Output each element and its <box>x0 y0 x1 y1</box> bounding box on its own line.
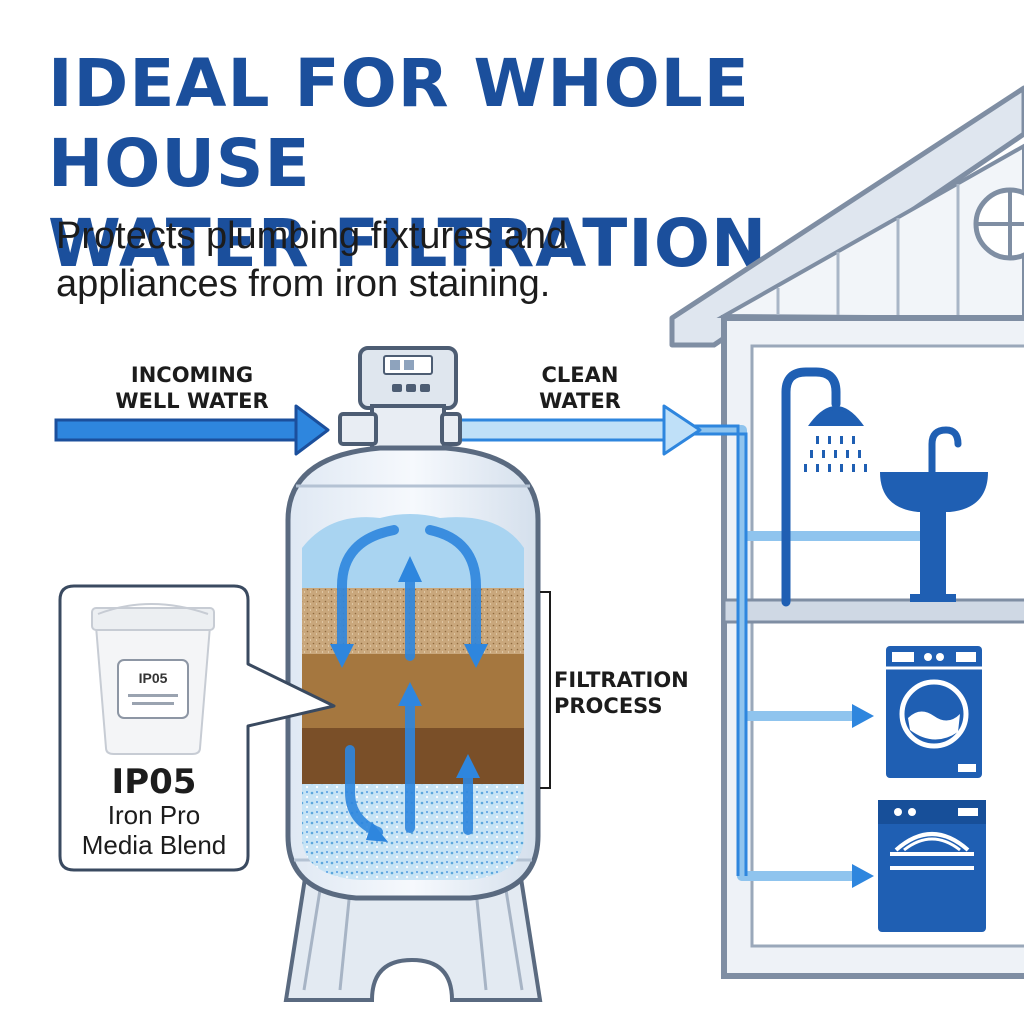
filtration-bracket <box>540 591 551 789</box>
product-desc-line-2: Media Blend <box>81 830 227 860</box>
product-desc-line-1: Iron Pro <box>107 800 201 830</box>
sink-icon <box>880 426 988 602</box>
control-valve-icon <box>338 346 462 452</box>
product-description: Iron Pro Media Blend <box>0 800 308 860</box>
attic-window <box>973 187 1024 261</box>
filtration-label-line-2: PROCESS <box>554 694 663 718</box>
headline-line-1: IDEAL FOR WHOLE HOUSE <box>48 45 750 202</box>
filtration-process-label: FILTRATION PROCESS <box>554 667 724 719</box>
product-model: IP05 <box>111 762 197 802</box>
house-plumbing <box>635 425 927 881</box>
shower-drops <box>804 436 867 472</box>
filtration-label-line-1: FILTRATION <box>554 668 689 692</box>
filter-tank <box>283 445 543 1002</box>
subtitle-line-2: appliances from iron staining. <box>56 263 551 305</box>
subtitle-line-1: Protects plumbing fixtures and <box>56 215 568 257</box>
washing-machine-icon <box>886 646 982 778</box>
incoming-label-line-1: INCOMING <box>130 363 254 387</box>
subtitle: Protects plumbing fixtures and appliance… <box>56 212 567 308</box>
clean-water-label: CLEAN WATER <box>520 362 640 414</box>
incoming-water-arrow <box>54 404 330 456</box>
dishwasher-icon <box>878 800 986 932</box>
headline-line-2: WATER FILTRATION <box>48 205 768 282</box>
bucket-label: IP05 <box>138 670 168 686</box>
incoming-label-line-2: WELL WATER <box>115 389 269 413</box>
clean-label-line-1: CLEAN <box>541 363 619 387</box>
headline: IDEAL FOR WHOLE HOUSE WATER FILTRATION <box>48 44 1024 284</box>
clean-label-line-2: WATER <box>539 389 621 413</box>
arrow-to-washer <box>852 704 874 728</box>
house-floor <box>722 598 1024 624</box>
incoming-water-label: INCOMING WELL WATER <box>72 362 312 414</box>
arrow-to-dishwasher <box>852 864 874 888</box>
bucket-icon <box>91 603 215 755</box>
shower-icon <box>781 367 865 607</box>
